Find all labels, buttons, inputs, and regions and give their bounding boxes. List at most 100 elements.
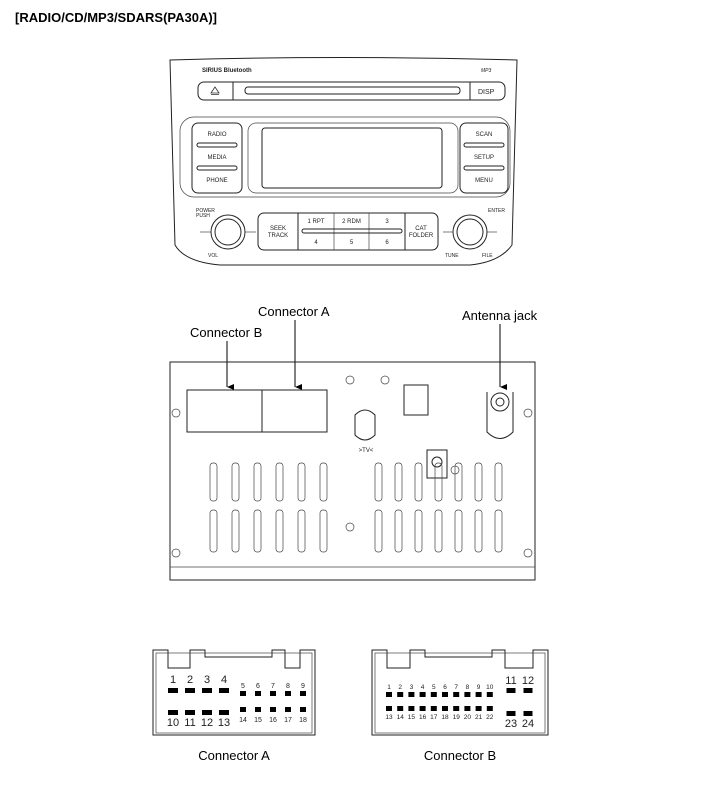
connector-b-pin-label: 8 [466, 684, 470, 691]
screw-icon [345, 375, 355, 385]
vent-slot [434, 462, 443, 502]
connector-a-pin-6 [255, 691, 261, 696]
connector-a-pin-4 [219, 688, 229, 693]
connector-a-pin-label: 6 [256, 683, 260, 690]
connector-b-pin-label: 24 [522, 718, 534, 730]
button-setup[interactable]: SETUP [474, 155, 494, 161]
connector-a-pin-label: 15 [254, 717, 262, 724]
svg-text:>TV<: >TV< [359, 448, 374, 454]
connector-a-pin-1 [168, 688, 178, 693]
button-scan[interactable]: SCAN [476, 132, 493, 138]
connector-a-pin-9 [300, 691, 306, 696]
preset-button-2[interactable]: 2 RDM [342, 219, 361, 225]
connector-a-pin-label: 12 [201, 717, 213, 729]
connector-a-pin-3 [202, 688, 212, 693]
head-unit-front: SIRIUS Bluetooth MP3 DISP RADIO MEDIA PHON… [169, 57, 518, 266]
page-title: [RADIO/CD/MP3/SDARS(PA30A)] [15, 10, 217, 25]
connector-a-pin-label: 10 [167, 717, 179, 729]
connector-b-caption: Connector B [424, 748, 496, 763]
connector-b-pin-5 [430, 692, 437, 697]
button-menu[interactable]: MENU [475, 178, 493, 184]
screw-icon [523, 408, 533, 418]
antenna-jack [490, 392, 510, 412]
volume-knob[interactable] [200, 214, 256, 250]
connector-b-pin-13 [386, 706, 392, 711]
vent-slot [474, 509, 483, 553]
screw-icon [523, 548, 533, 558]
button-phone[interactable]: PHONE [206, 178, 227, 184]
vent-slot [414, 462, 423, 502]
brand-logo-right: MP3 [481, 68, 492, 74]
disp-button[interactable]: DISP [478, 89, 495, 96]
tune-label: TUNE [445, 253, 459, 259]
connector-a-pin-18 [300, 707, 306, 712]
connector-b-pin-10 [486, 692, 493, 697]
vent-slot [394, 509, 403, 553]
vent-slot [394, 462, 403, 502]
tune-knob[interactable] [443, 214, 497, 250]
connector-b-pin-7 [453, 692, 460, 697]
left-button-group [191, 122, 243, 194]
connector-b-pin-20 [464, 706, 471, 711]
vent-slot [434, 509, 443, 553]
vent-slot [231, 509, 240, 553]
connector-a-pin-label: 11 [184, 717, 195, 729]
callout-antenna-jack: Antenna jack [462, 308, 538, 323]
vent-slot [319, 462, 328, 502]
vent-slot [297, 462, 306, 502]
rear-connector-block [186, 389, 328, 433]
connector-a-pin-17 [285, 707, 291, 712]
connector-a-pin-13 [219, 710, 229, 715]
vent-slot [454, 462, 463, 502]
connector-a-pin-2 [185, 688, 195, 693]
vent-slot [454, 509, 463, 553]
preset-button-1[interactable]: 1 RPT [307, 219, 324, 225]
connector-b-pin-21 [475, 706, 482, 711]
connector-b-pin-8 [464, 692, 471, 697]
cat-folder-button[interactable]: CAT FOLDER [409, 226, 434, 239]
connector-b-pin-label: 12 [522, 675, 534, 687]
preset-button-3[interactable]: 3 [385, 219, 389, 225]
file-label: FILE [482, 253, 493, 259]
connector-b-pin-label: 14 [397, 714, 405, 721]
callout-connector-b: Connector B [190, 325, 262, 340]
vent-slot [494, 462, 503, 502]
right-button-group [459, 122, 509, 194]
connector-b-pin-label: 10 [486, 684, 494, 691]
connector-a-pin-label: 13 [218, 717, 230, 729]
connector-a-pin-12 [202, 710, 212, 715]
connector-a-pin-label: 3 [204, 674, 210, 686]
connector-b-pin-label: 19 [453, 714, 461, 721]
screw-icon [171, 548, 181, 558]
preset-button-4[interactable]: 4 [314, 240, 318, 246]
preset-button-5[interactable]: 5 [350, 240, 354, 246]
eject-button[interactable] [210, 82, 234, 100]
screw-icon [345, 522, 355, 532]
vent-slot [253, 509, 262, 553]
connector-b-pin-label: 22 [486, 714, 494, 721]
connector-b-pin-4 [419, 692, 426, 697]
connector-a-pin-11 [185, 710, 195, 715]
preset-button-6[interactable]: 6 [385, 240, 389, 246]
connector-b-pin-19 [453, 706, 460, 711]
connector-a-pin-label: 8 [286, 683, 290, 690]
connector-a-pin-label: 5 [241, 683, 245, 690]
seek-track-button[interactable]: SEEK TRACK [268, 226, 288, 239]
vent-slot [209, 509, 218, 553]
connector-a-caption: Connector A [198, 748, 270, 763]
connector-a-pin-label: 17 [284, 717, 292, 724]
connector-b-pin-18 [442, 706, 448, 711]
vent-slot [414, 509, 423, 553]
brand-logo-left: SIRIUS Bluetooth [202, 68, 252, 74]
connector-b-pin-label: 9 [477, 684, 481, 691]
screw-icon [380, 375, 390, 385]
svg-text:CAT: CAT [415, 226, 427, 232]
connector-a-pin-label: 9 [301, 683, 305, 690]
button-media[interactable]: MEDIA [207, 155, 226, 161]
button-radio[interactable]: RADIO [207, 132, 226, 138]
vent-slot [319, 509, 328, 553]
connector-b-pin-22 [486, 706, 493, 711]
connector-b-pin-17 [430, 706, 437, 711]
connector-b-pin-15 [408, 706, 415, 711]
